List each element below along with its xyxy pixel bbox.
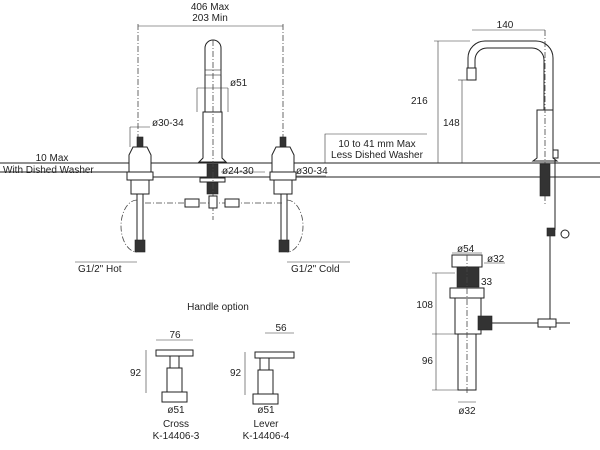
lever-diameter-label: ø51 xyxy=(257,405,275,416)
hot-inlet-label: G1/2" Hot xyxy=(78,264,122,275)
outlet-height-label: 148 xyxy=(443,118,460,129)
spread-max-label: 406 Max xyxy=(191,2,229,13)
cross-height-label: 92 xyxy=(130,368,142,379)
cross-diameter-label: ø51 xyxy=(167,405,185,416)
lever-handle: 56 92 ø51 Lever K-14406-4 xyxy=(230,323,295,442)
spread-dimension: 406 Max 203 Min xyxy=(137,2,284,140)
pop-up-drain: ø54 ø32 33 108 96 ø32 xyxy=(416,244,570,417)
lever-name-label: Lever xyxy=(253,419,279,430)
handle-option-title: Handle option xyxy=(187,302,249,313)
front-spout: ø51 ø24-30 xyxy=(196,39,265,220)
connecting-hose xyxy=(145,195,282,209)
deck-right-annotation: 10 to 41 mm Max Less Dished Washer xyxy=(324,133,427,163)
reach-label: 140 xyxy=(497,20,514,31)
drain-thread-label: 33 xyxy=(481,277,493,288)
cold-valve-diameter-label: ø30-34 xyxy=(296,166,328,177)
side-view-spout: 140 216 148 xyxy=(411,20,570,330)
cross-width-label: 76 xyxy=(169,330,181,341)
cross-handle: 76 92 ø51 Cross K-14406-3 xyxy=(130,330,200,442)
spout-shank-diameter-label: ø24-30 xyxy=(222,166,254,177)
deck-right-line1: 10 to 41 mm Max xyxy=(338,139,415,150)
hot-valve-diameter-label: ø30-34 xyxy=(152,118,184,129)
lever-height-label: 92 xyxy=(230,368,242,379)
cold-inlet-label: G1/2" Cold xyxy=(291,264,340,275)
spread-min-label: 203 Min xyxy=(192,13,228,24)
lever-code-label: K-14406-4 xyxy=(243,431,290,442)
hot-valve: ø30-34 G1/2" Hot xyxy=(75,118,184,275)
drain-top-diameter-label: ø32 xyxy=(487,254,505,265)
drain-upper-length-label: 108 xyxy=(416,300,433,311)
lever-width-label: 56 xyxy=(275,323,287,334)
deck-right-line2: Less Dished Washer xyxy=(331,150,424,161)
drain-tail-diameter-label: ø32 xyxy=(458,406,476,417)
cold-valve: ø30-34 G1/2" Cold xyxy=(269,136,350,275)
deck-lines xyxy=(0,162,600,178)
drain-flange-diameter-label: ø54 xyxy=(457,244,475,255)
height-label: 216 xyxy=(411,96,428,107)
drain-lower-length-label: 96 xyxy=(422,356,434,367)
cross-code-label: K-14406-3 xyxy=(153,431,200,442)
spout-diameter-label: ø51 xyxy=(230,78,248,89)
deck-left-annotation: 10 Max With Dished Washer xyxy=(3,153,94,176)
deck-left-line1: 10 Max xyxy=(36,153,69,164)
deck-left-line2: With Dished Washer xyxy=(3,165,94,176)
cross-name-label: Cross xyxy=(163,419,189,430)
